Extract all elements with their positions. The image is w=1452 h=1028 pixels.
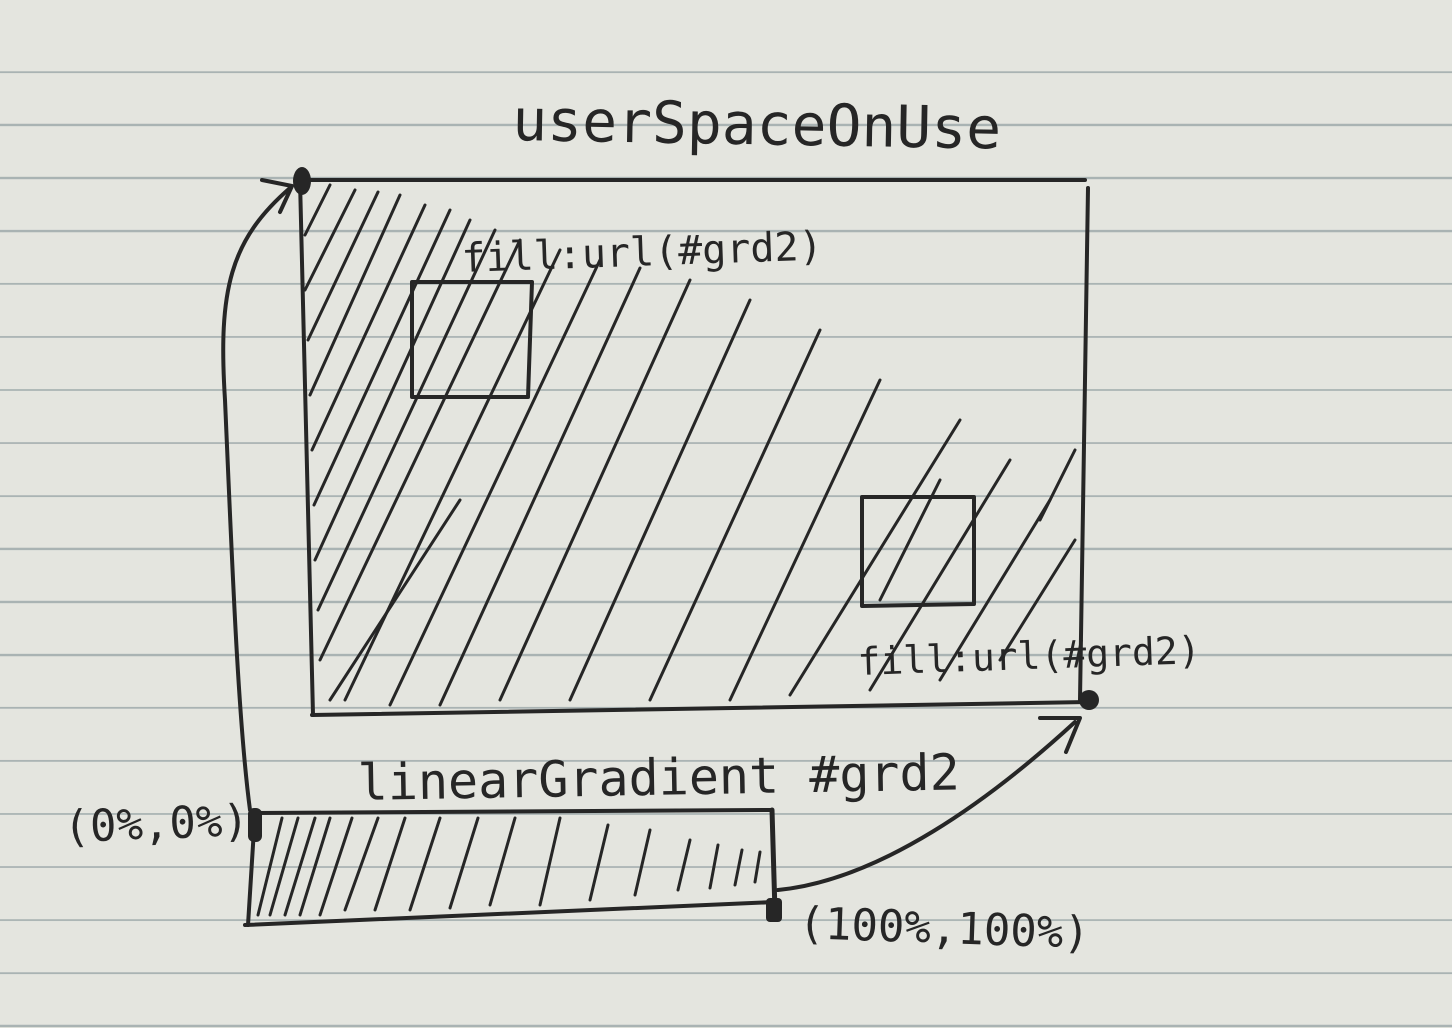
start-point-label: (0%,0%) (63, 796, 250, 853)
gradient-name-label: linearGradient #grd2 (357, 743, 960, 811)
end-corner-dot (1079, 690, 1099, 710)
hatch-line-large-9 (318, 238, 522, 662)
hatch-line-large-10 (343, 248, 562, 702)
hatch-line-large-11 (388, 258, 602, 707)
small-rect-top-left (410, 280, 534, 399)
small-rect-bottom-right (860, 495, 976, 608)
gradient-bar-bottom-edge (243, 900, 777, 927)
gradient-bar (243, 807, 778, 927)
gradient-end-marker (766, 898, 782, 922)
hatch-line-large-14 (568, 298, 752, 702)
start-arrow-curve (221, 186, 292, 812)
hatch-line-large-15 (648, 328, 822, 702)
hatch-line-large-5 (310, 203, 427, 452)
hatch-line-bar-11 (538, 816, 562, 907)
hatch-line-bar-1 (256, 816, 284, 917)
end-mapping-arrow (776, 716, 1082, 892)
hatch-line-large-8 (316, 228, 497, 612)
end-point-label: (100%,100%) (798, 898, 1091, 959)
user-space-rect (298, 178, 1090, 717)
hatch-line-large-21 (328, 498, 462, 702)
diagram-title: userSpaceOnUse (512, 86, 1002, 163)
hatch-line-large-20 (998, 538, 1077, 662)
hatch-line-bar-9 (448, 816, 480, 910)
gradient-hatching-bar (256, 816, 762, 917)
gradient-bar-right-edge (769, 807, 778, 915)
hatch-line-bar-12 (588, 823, 610, 902)
hatch-line-bar-13 (633, 828, 652, 897)
end-arrow-curve (776, 720, 1077, 892)
hatch-line-large-2 (303, 188, 357, 292)
hatch-line-bar-5 (318, 816, 354, 917)
hatch-line-large-13 (498, 278, 692, 702)
hatch-line-large-6 (312, 208, 452, 507)
user-space-rect-bottom-edge (310, 700, 1090, 717)
start-mapping-arrow (221, 178, 294, 812)
hatch-line-bar-16 (733, 848, 744, 887)
hatch-line-large-19 (938, 498, 1052, 682)
hatch-line-large-12 (438, 266, 642, 707)
hatch-line-large-4 (308, 193, 402, 397)
hatch-line-large-1 (303, 183, 332, 237)
hatch-line-large-3 (306, 190, 380, 342)
hatch-line-bar-2 (268, 816, 300, 917)
hatch-line-large-18 (868, 458, 1012, 692)
hatch-line-large-16 (728, 378, 882, 702)
gradient-start-marker (248, 808, 262, 842)
gradient-hatching-large (303, 183, 1077, 707)
hatch-line-large-17 (788, 418, 962, 697)
user-space-rect-right-edge (1078, 186, 1090, 702)
hatch-line-bar-15 (708, 843, 720, 890)
hatch-line-bar-14 (676, 838, 692, 892)
fill-label-bottom: fill:url(#grd2) (857, 628, 1201, 684)
user-space-rect-left-edge (298, 178, 315, 717)
hatch-line-large-22 (878, 478, 942, 602)
hatch-line-bar-7 (373, 816, 407, 912)
hatch-line-bar-8 (408, 816, 442, 912)
end-arrow-head (1038, 716, 1082, 754)
hatch-line-large-23 (1038, 448, 1077, 522)
hatch-line-large-7 (313, 218, 472, 562)
hatch-line-bar-3 (283, 816, 317, 917)
hatch-line-bar-17 (753, 850, 762, 884)
fill-label-top: fill:url(#grd2) (461, 223, 824, 282)
hatch-line-bar-4 (298, 816, 332, 917)
start-corner-dot (293, 167, 311, 195)
gradient-bar-top-edge (253, 808, 774, 815)
hatch-line-bar-10 (488, 816, 517, 907)
hatch-line-bar-6 (343, 816, 380, 912)
start-arrow-head (260, 178, 294, 214)
